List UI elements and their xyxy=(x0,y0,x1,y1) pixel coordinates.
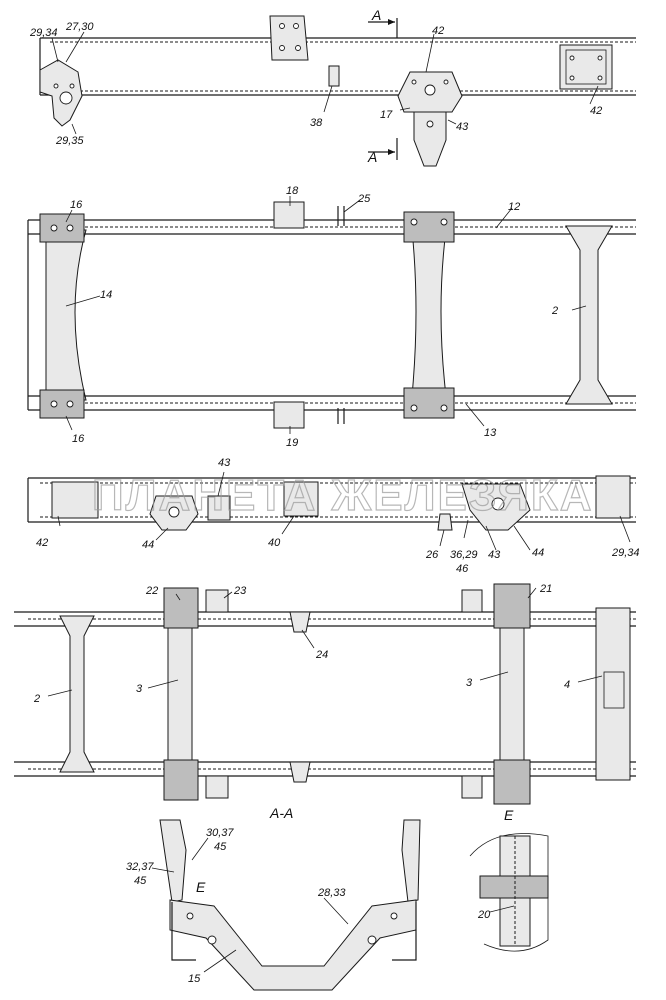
right-hanger xyxy=(401,819,421,903)
callout: 16 xyxy=(72,433,85,445)
front-crossmember xyxy=(45,229,87,401)
top-bracket xyxy=(269,15,309,61)
side-view-top xyxy=(39,15,636,167)
plate-42 xyxy=(51,481,99,519)
bolt-20 xyxy=(479,875,549,899)
callout: 20 xyxy=(477,909,491,921)
callout: 38 xyxy=(310,117,323,129)
rear-bracket xyxy=(595,475,631,519)
callout: 15 xyxy=(188,973,201,985)
callout: 17 xyxy=(380,109,393,121)
callout: 29,34 xyxy=(29,27,58,39)
callout: 25 xyxy=(357,193,371,205)
callout: 45 xyxy=(134,875,147,887)
plate-23-lower xyxy=(205,775,229,799)
callout: 44 xyxy=(532,547,544,559)
plate-40 xyxy=(283,481,319,517)
crossmember-2 xyxy=(59,615,95,773)
callout: 2 xyxy=(33,693,40,705)
crossmember-3-left xyxy=(167,619,193,771)
hanger xyxy=(413,111,447,167)
callout: 21 xyxy=(539,583,552,595)
callout: 18 xyxy=(286,185,299,197)
bracket-43 xyxy=(207,495,231,521)
watermark: ПЛАНЕТА ЖЕЛЕЗЯКА xyxy=(92,471,594,520)
mount-21 xyxy=(493,583,531,629)
callout: 43 xyxy=(488,549,501,561)
plan-view-rear xyxy=(14,583,636,805)
callout: 3 xyxy=(136,683,143,695)
callout: 26 xyxy=(425,549,439,561)
section-title-aa: А-А xyxy=(269,805,293,821)
plan-view-front xyxy=(27,201,636,429)
crossmember-4 xyxy=(595,607,631,781)
plate-38 xyxy=(328,65,340,87)
callout: 32,37 xyxy=(126,861,154,873)
rear-crossmember-2 xyxy=(565,225,613,405)
callout: 30,37 xyxy=(206,827,234,839)
mount-21-lower xyxy=(493,759,531,805)
plate-23 xyxy=(205,589,229,613)
callout: 42 xyxy=(432,25,444,37)
callout: 45 xyxy=(214,841,227,853)
callout: 3 xyxy=(466,677,473,689)
callout: 42 xyxy=(36,537,48,549)
middle-bracket-lower xyxy=(403,387,455,419)
callout: 12 xyxy=(508,201,520,213)
callout: 29,34 xyxy=(611,547,640,559)
mount-22 xyxy=(163,587,199,629)
callout: 46 xyxy=(456,563,469,575)
callout: 14 xyxy=(100,289,112,301)
leader-lines xyxy=(47,31,631,973)
callout: 23 xyxy=(233,585,247,597)
middle-bracket-upper xyxy=(403,211,455,243)
clip-26 xyxy=(437,513,453,531)
front-bracket xyxy=(39,59,83,127)
callout: 43 xyxy=(456,121,469,133)
callout: 13 xyxy=(484,427,497,439)
side-view-middle xyxy=(27,475,636,531)
front-corner-upper xyxy=(39,213,85,243)
callout: 16 xyxy=(70,199,83,211)
left-hanger xyxy=(159,819,187,903)
middle-crossmember xyxy=(411,229,447,397)
plate-lower-right xyxy=(461,775,483,799)
callout: 4 xyxy=(564,679,570,691)
callout: 40 xyxy=(268,537,281,549)
front-corner-lower xyxy=(39,389,85,419)
bracket-19 xyxy=(273,401,305,429)
rear-plate xyxy=(559,44,613,90)
callout: 27,30 xyxy=(65,21,94,33)
bracket-24 xyxy=(289,611,311,783)
detail-e xyxy=(469,833,549,952)
callout: 44 xyxy=(142,539,154,551)
bracket-18 xyxy=(273,201,305,229)
callout: 29,35 xyxy=(55,135,84,147)
callout: 22 xyxy=(145,585,158,597)
callout: 42 xyxy=(590,105,602,117)
callout: 36,29 xyxy=(450,549,478,561)
crossmember-15 xyxy=(169,899,417,991)
callout: 2 xyxy=(551,305,558,317)
detail-ref-e: Е xyxy=(196,879,206,895)
section-aa xyxy=(159,819,421,991)
section-mark-a-top: А xyxy=(371,7,381,23)
callout: 28,33 xyxy=(317,887,346,899)
detail-title-e: Е xyxy=(504,807,514,823)
callout: 43 xyxy=(218,457,231,469)
callout: 24 xyxy=(315,649,328,661)
mount-22-lower xyxy=(163,759,199,801)
section-mark-a-bottom: А xyxy=(367,149,377,165)
callout: 19 xyxy=(286,437,298,449)
plate-upper-right xyxy=(461,589,483,613)
crossmember-3-right xyxy=(499,619,525,771)
